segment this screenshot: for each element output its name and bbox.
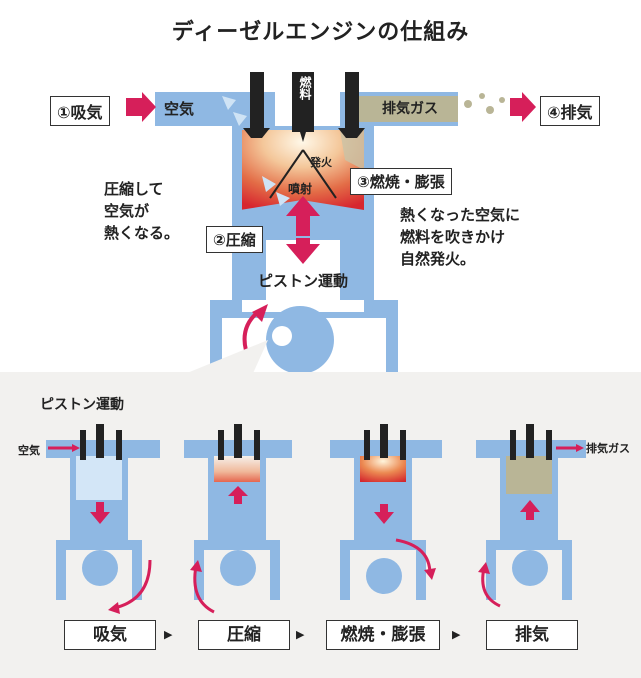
phase-arrow: ▶ bbox=[164, 628, 173, 641]
exhaust-arrow bbox=[510, 92, 536, 122]
phase-arrow: ▶ bbox=[296, 628, 305, 641]
step-intake-box: ①吸気 bbox=[50, 96, 110, 126]
phase-intake: 吸気 bbox=[64, 620, 156, 650]
phase-arrow: ▶ bbox=[452, 628, 461, 641]
engine-stage-compression bbox=[184, 424, 292, 614]
injection-label: 噴射 bbox=[288, 182, 313, 196]
valves-and-injector bbox=[243, 72, 365, 142]
engine-stage-exhaust bbox=[476, 424, 586, 608]
step-combustion-box: ③燃焼・膨張 bbox=[350, 168, 452, 195]
air-label: 空気 bbox=[164, 100, 195, 118]
intake-arrow bbox=[126, 92, 156, 122]
exhaust-particles bbox=[464, 93, 505, 114]
engine-stage-intake bbox=[46, 424, 160, 614]
ignition-label: 発火 bbox=[310, 156, 332, 169]
phase-compression: 圧縮 bbox=[198, 620, 290, 650]
combustion-note: 熱くなった空気に 燃料を吹きかけ 自然発火。 bbox=[400, 204, 520, 270]
step-compression-box: ②圧縮 bbox=[206, 226, 263, 253]
step-exhaust-box: ④排気 bbox=[540, 96, 600, 126]
compression-note-line: 圧縮して bbox=[104, 180, 164, 198]
lower-air-label: 空気 bbox=[18, 444, 40, 457]
lower-title: ピストン運動 bbox=[40, 397, 124, 413]
phase-combustion: 燃焼・膨張 bbox=[326, 620, 440, 650]
piston-motion-arrow bbox=[286, 196, 320, 264]
exhaust-gas-label: 排気ガス bbox=[382, 101, 438, 117]
fuel-spray bbox=[269, 149, 337, 199]
compression-note: 圧縮して 空気が 熱くなる。 bbox=[104, 178, 179, 244]
combustion-note-line: 熱くなった空気に bbox=[400, 206, 521, 224]
piston-motion-label: ピストン運動 bbox=[258, 272, 349, 290]
combustion-note-line: 燃料を吹きかけ bbox=[400, 228, 506, 246]
fuel-label: 燃料 bbox=[298, 76, 312, 100]
lower-exhaust-label: 排気ガス bbox=[586, 442, 630, 455]
compression-note-line: 空気が bbox=[104, 202, 150, 220]
phase-exhaust: 排気 bbox=[486, 620, 578, 650]
page-title: ディーゼルエンジンの仕組み bbox=[171, 20, 470, 45]
air-flow-arrows bbox=[222, 96, 290, 206]
compression-note-line: 熱くなる。 bbox=[104, 224, 180, 242]
combustion-note-line: 自然発火。 bbox=[400, 250, 476, 268]
engine-stage-combustion bbox=[330, 424, 442, 600]
callout-wedge bbox=[170, 340, 268, 380]
